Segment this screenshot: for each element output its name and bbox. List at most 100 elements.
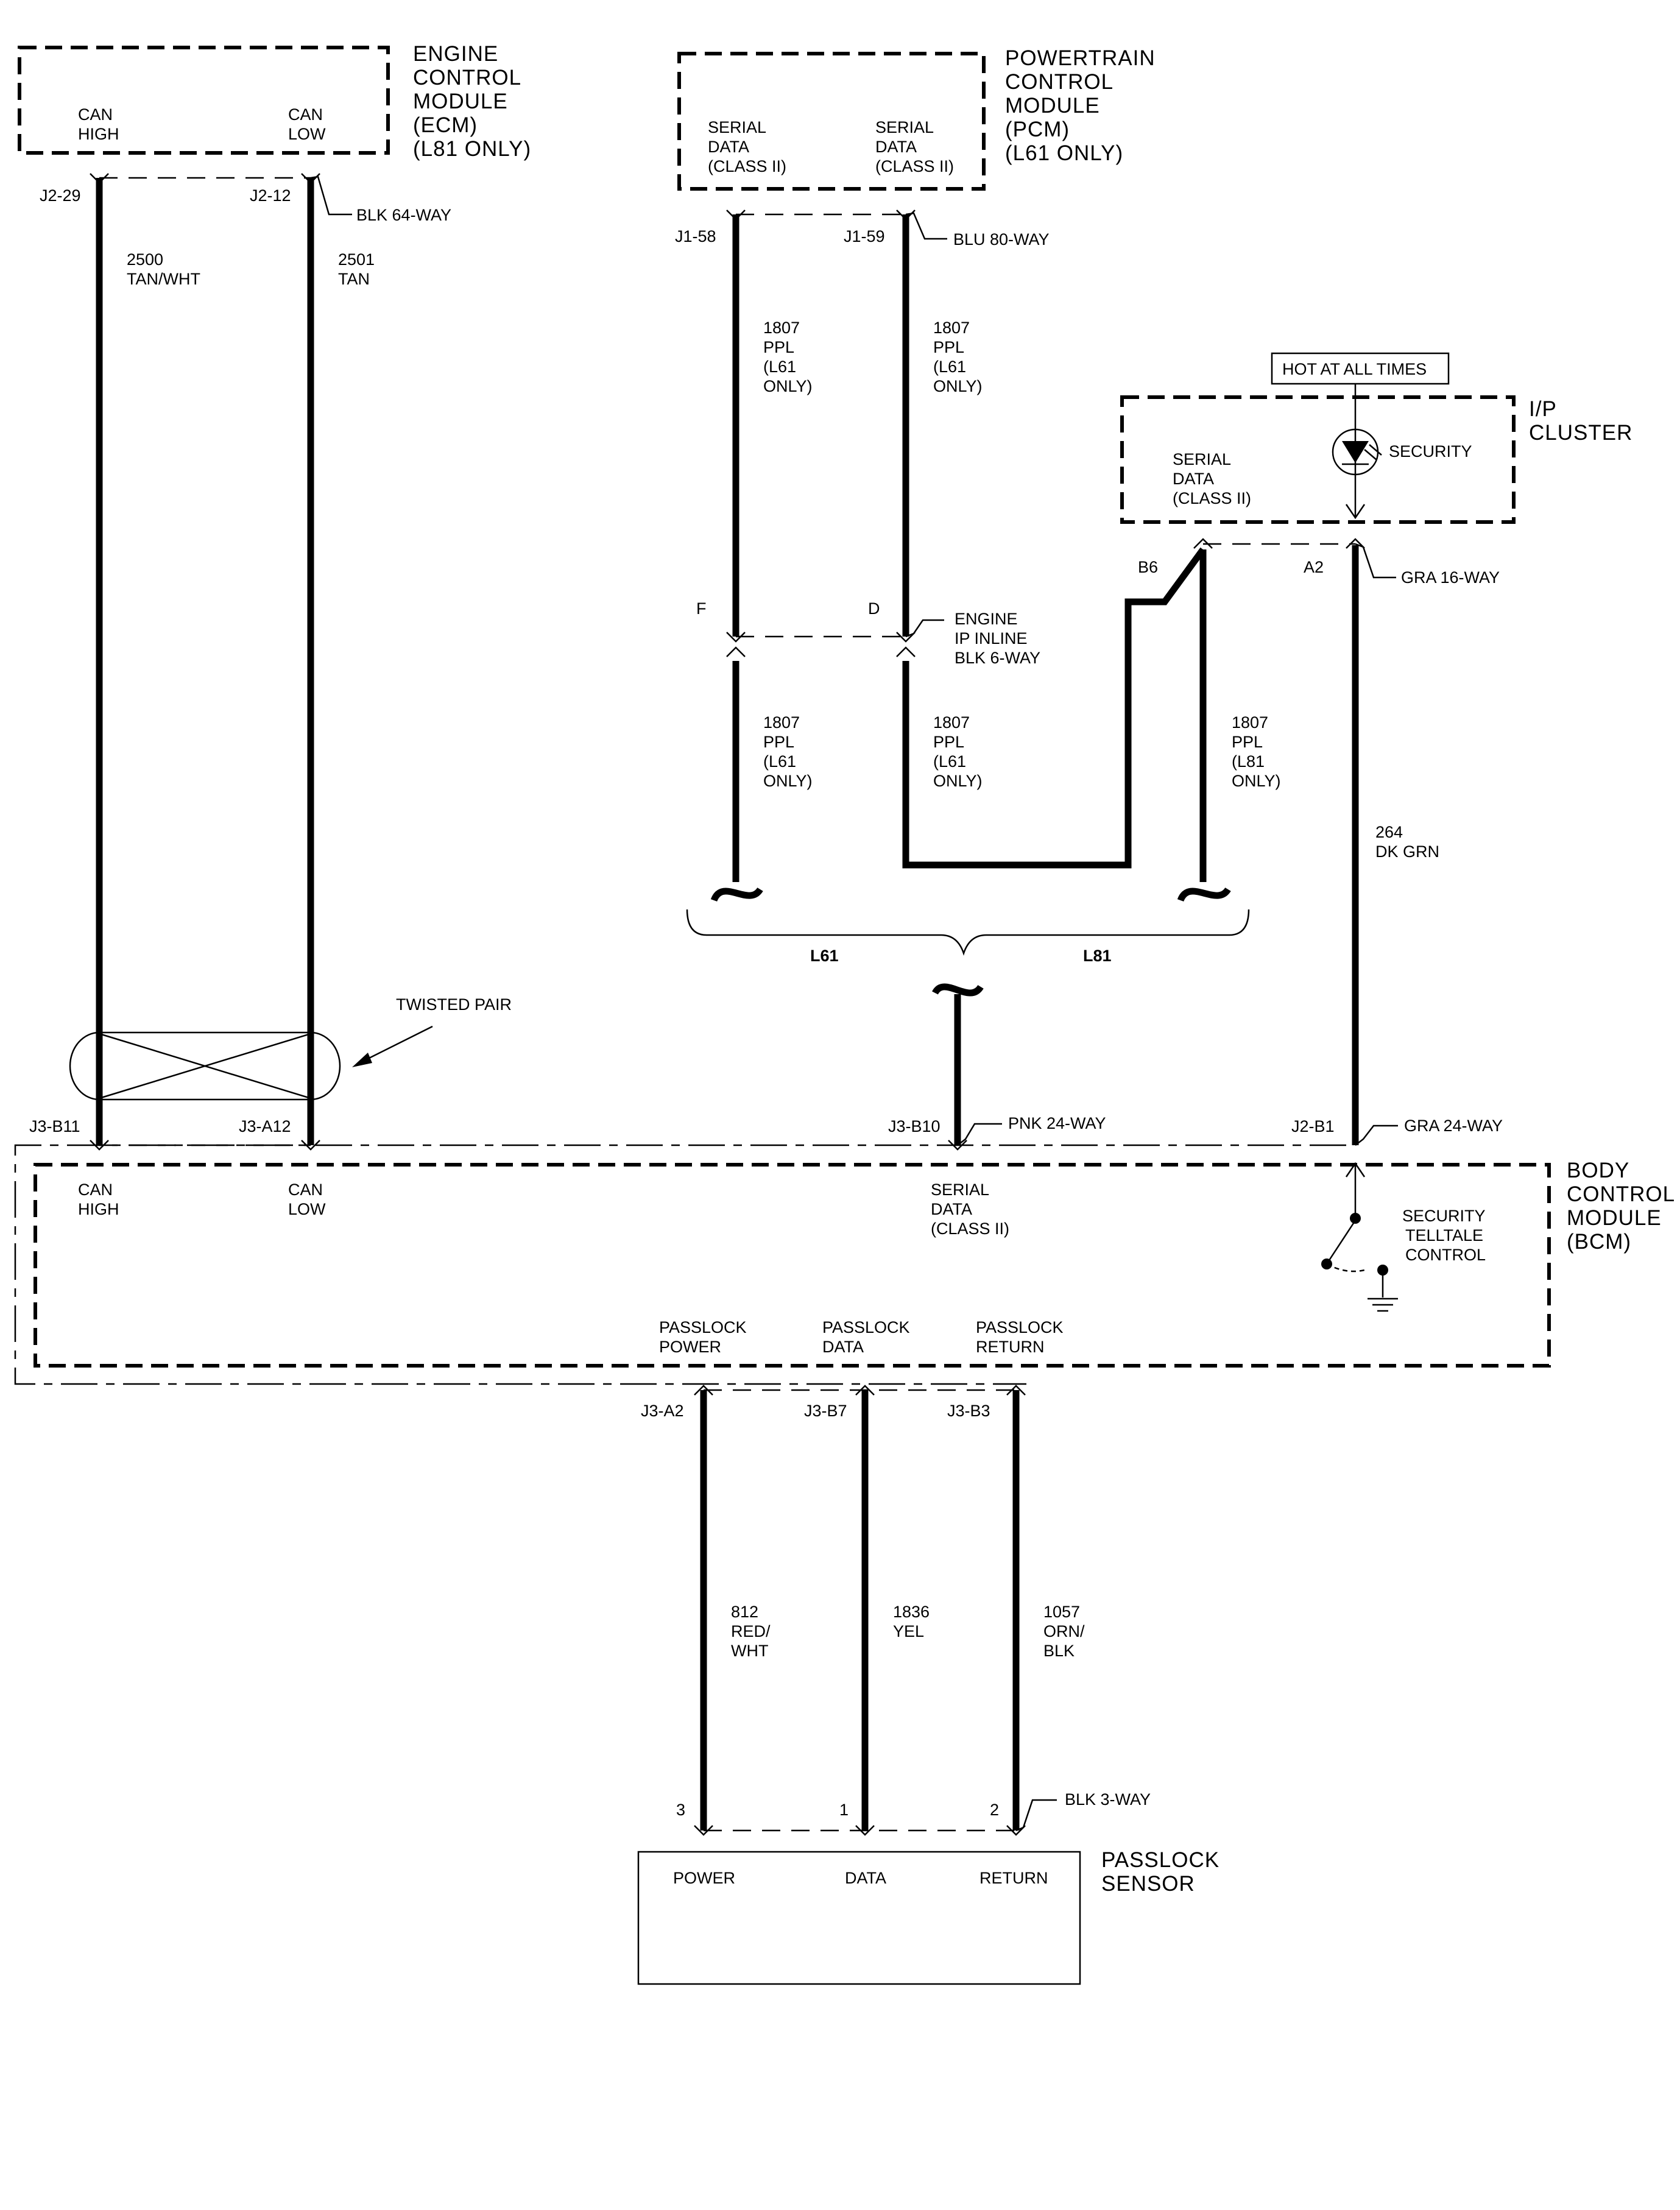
bcm-terminal-a12 — [301, 1140, 320, 1151]
sensor-return-label: RETURN — [979, 1869, 1048, 1887]
sensor-power-label: POWER — [673, 1869, 735, 1887]
pcm-serial-right-label: SERIAL DATA (CLASS II) — [875, 118, 954, 175]
ip-cluster-module: HOT AT ALL TIMES I/P CLUSTER SERIAL DATA… — [1120, 352, 1632, 524]
ecm-terminal-right — [301, 173, 320, 184]
wire-1057-label: 1057 ORN/ BLK — [1043, 1603, 1089, 1660]
inline-connector-desc: ENGINE IP INLINE BLK 6-WAY — [955, 610, 1040, 667]
wire-break-serial-drop — [932, 983, 984, 997]
bcm-terminal-b7 — [855, 1385, 875, 1396]
option-l61-label: L61 — [810, 947, 839, 965]
wire-1836-label: 1836 YEL — [893, 1603, 934, 1640]
pcm-connector-leader — [905, 212, 947, 240]
switch-contact-top — [1350, 1213, 1361, 1224]
cluster-terminal-b6 — [1193, 538, 1213, 549]
bcm-pin-j3-a12: J3-A12 — [239, 1117, 291, 1135]
inline-terminal-d-bottom — [896, 646, 916, 657]
bcm-b1-desc: GRA 24-WAY — [1404, 1117, 1503, 1135]
wire-1807-lower-a-label: 1807 PPL (L61 ONLY) — [763, 713, 813, 790]
switch-blade — [1325, 1223, 1355, 1265]
bcm-b10-leader — [957, 1123, 1002, 1146]
bcm-passlock-data-label: PASSLOCK DATA — [822, 1318, 914, 1356]
cluster-connector-desc: GRA 16-WAY — [1401, 568, 1500, 587]
inline-terminal-f-bottom — [726, 646, 746, 657]
cluster-connector-leader — [1355, 543, 1396, 579]
twisted-pair-label: TWISTED PAIR — [396, 995, 512, 1014]
inline-terminal-d-top — [896, 632, 916, 643]
pcm-pin-j1-58: J1-58 — [675, 227, 716, 245]
ip-cluster-serial-label: SERIAL DATA (CLASS II) — [1173, 450, 1251, 507]
wire-1807-pcm-a-label: 1807 PPL (L61 ONLY) — [763, 319, 813, 395]
bcm-can-high-label: CAN HIGH — [78, 1181, 119, 1218]
bcm-pin-j3-a2: J3-A2 — [641, 1402, 684, 1420]
sensor-pin-2: 2 — [990, 1801, 999, 1819]
switch-linkage — [1326, 1263, 1365, 1273]
bcm-pin-j2-b1: J2-B1 — [1291, 1117, 1335, 1135]
twisted-pair-arrowhead — [352, 1053, 372, 1067]
twisted-pair-cross-b — [99, 1033, 311, 1100]
cluster-terminal-a2 — [1346, 538, 1365, 549]
passlock-sensor-title: PASSLOCK SENSOR — [1101, 1848, 1226, 1896]
sensor-terminal-3 — [694, 1825, 713, 1836]
twisted-pair-outline — [69, 1031, 341, 1101]
passlock-sensor-box — [637, 1851, 1081, 1985]
bcm-pin-j3-b3: J3-B3 — [947, 1402, 990, 1420]
wire-break-l81 — [1177, 887, 1231, 902]
inline-terminal-f-top — [726, 632, 746, 643]
bcm-pin-j3-b11: J3-B11 — [29, 1117, 80, 1135]
cluster-pin-b6: B6 — [1138, 558, 1158, 576]
security-led-diode — [1342, 441, 1369, 463]
bcm-terminal-b3 — [1006, 1385, 1026, 1396]
ecm-pin-j2-12: J2-12 — [250, 186, 291, 205]
bcm-box — [34, 1163, 1551, 1368]
option-brace — [686, 909, 1250, 956]
bcm-security-label: SECURITY TELLTALE CONTROL — [1402, 1207, 1490, 1264]
wire-1807-pcm-b-label: 1807 PPL (L61 ONLY) — [933, 319, 983, 395]
bcm-module: BODY CONTROL MODULE (BCM) CAN HIGH CAN L… — [34, 1159, 1674, 1368]
hot-at-all-times-box — [1271, 352, 1450, 385]
security-led-ray-a — [1364, 449, 1377, 461]
ecm-connector-leader — [310, 175, 352, 216]
ecm-pin-j2-29: J2-29 — [40, 186, 81, 205]
sensor-terminal-1 — [855, 1825, 875, 1836]
bcm-serial-label: SERIAL DATA (CLASS II) — [931, 1181, 1009, 1238]
bcm-passlock-power-label: PASSLOCK POWER — [659, 1318, 751, 1356]
wire-264-label: 264 DK GRN — [1375, 823, 1439, 861]
sensor-data-label: DATA — [845, 1869, 886, 1887]
wire-1807-lower-b — [902, 547, 1206, 869]
ip-cluster-title: I/P CLUSTER — [1529, 397, 1632, 445]
pcm-title: POWERTRAIN CONTROL MODULE (PCM) (L61 ONL… — [1005, 46, 1162, 165]
ecm-box — [18, 46, 390, 155]
sensor-pin-1: 1 — [839, 1801, 849, 1819]
pcm-serial-left-label: SERIAL DATA (CLASS II) — [708, 118, 786, 175]
bcm-terminal-a2 — [694, 1385, 713, 1396]
security-led-ray-b — [1369, 444, 1382, 456]
ecm-connector-desc: BLK 64-WAY — [356, 206, 451, 224]
sensor-pin-3: 3 — [676, 1801, 685, 1819]
inline-pin-f: F — [696, 599, 707, 618]
ip-cluster-arrowhead — [1345, 504, 1366, 520]
twisted-pair-arrow-line — [359, 1025, 433, 1064]
bcm-terminal-b10 — [948, 1140, 967, 1151]
inline-connector-leader — [905, 619, 944, 638]
hot-at-all-times-label: HOT AT ALL TIMES — [1282, 360, 1427, 378]
ip-cluster-box — [1120, 395, 1516, 524]
twisted-pair: TWISTED PAIR — [69, 995, 512, 1101]
sensor-terminal-2 — [1006, 1825, 1026, 1836]
bcm-b1-leader — [1355, 1124, 1398, 1146]
pcm-pin-j1-59: J1-59 — [844, 227, 885, 245]
sensor-connector-desc: BLK 3-WAY — [1065, 1790, 1151, 1809]
passlock-sensor: POWER DATA RETURN PASSLOCK SENSOR — [637, 1848, 1226, 1985]
pcm-connector-desc: BLU 80-WAY — [953, 230, 1050, 249]
bcm-terminal-b11 — [90, 1140, 109, 1151]
option-l81-label: L81 — [1083, 947, 1112, 965]
wire-break-l61 — [710, 887, 763, 902]
wire-1807-lower-b-label: 1807 PPL (L61 ONLY) — [933, 713, 983, 790]
bcm-b10-desc: PNK 24-WAY — [1008, 1114, 1106, 1132]
cluster-pin-a2: A2 — [1304, 558, 1324, 576]
bcm-passlock-return-label: PASSLOCK RETURN — [976, 1318, 1068, 1356]
pcm-box — [677, 52, 986, 191]
